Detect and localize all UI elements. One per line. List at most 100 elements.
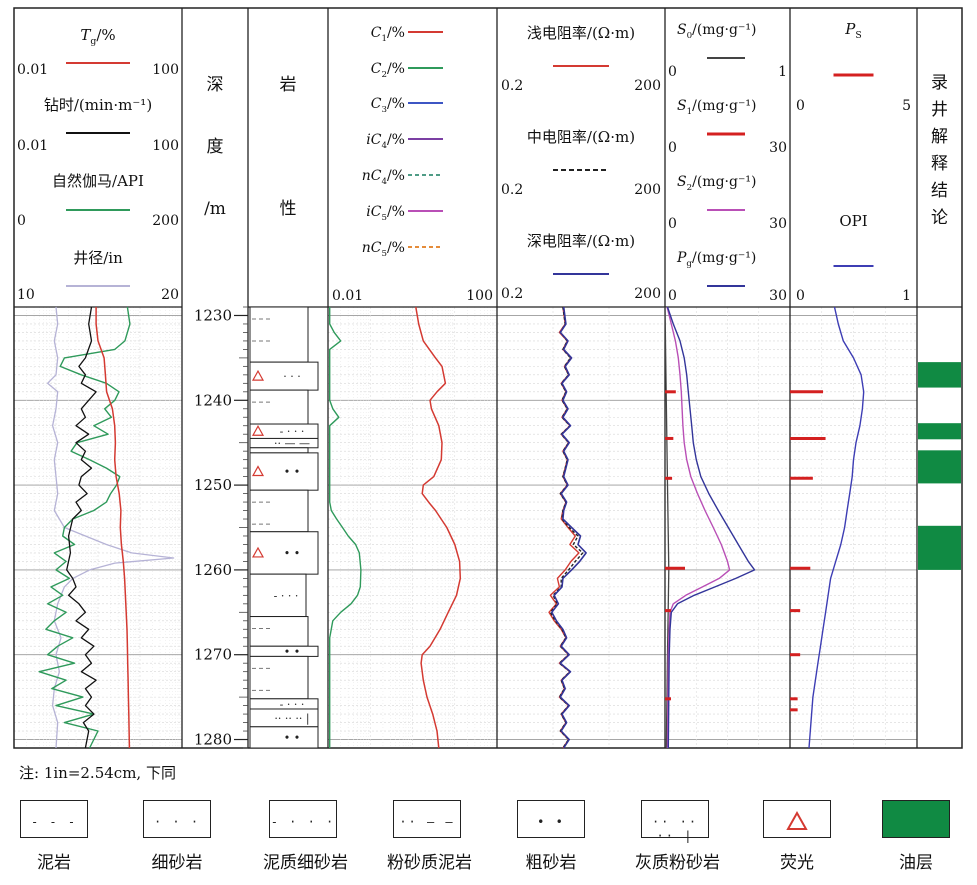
grid-res [497,306,665,749]
scale-max: 100 [152,62,179,78]
depth-tick-label: 1230 [194,306,232,324]
ps-label-main: P [844,20,856,38]
oil-layer-band [918,525,961,570]
pyro-label-2-rest: /(mg·g⁻¹) [692,174,756,190]
pyro-label-1: S1/(mg·g⁻¹) [677,98,756,117]
c2-curve [329,307,362,748]
gas-label-5-rest: /% [387,204,405,220]
conclusion-header-char: 录 [931,73,948,93]
gas-label-5-main: iC [366,204,381,220]
fluorescence-icon [251,425,265,436]
pyro-label-0: S0/(mg·g⁻¹) [677,22,756,41]
pyro-label-0-sub: 0 [687,31,693,41]
lithology-pattern: - · · · [280,425,305,438]
res-label-2: 深电阻率/(Ω·m) [527,232,635,250]
pyro-label-1-sub: 1 [687,107,693,117]
res-scale-max: 200 [634,182,661,198]
legend-pattern: · · · [153,815,201,829]
curve-label-1: 钻时/(min·m⁻¹) [44,96,152,114]
oil-layer-band [918,450,961,484]
legend-label: 泥岩 [37,853,71,873]
conclusion-header-char: 结 [931,181,948,201]
gas-label-2-main: C [371,96,382,112]
gas-label-3-sub: 4 [381,141,387,151]
scale-min: 0 [17,213,26,229]
legend-label: 油层 [899,853,933,873]
pyro-label-0-main: S [677,22,687,38]
lithology-legend: 注: 1in=2.54cm, 下同 - - -泥岩· · ·细砂岩- · · ·… [0,752,977,885]
lithology-column: · · ·- · · ··· — —• •• •- · · ·• •- · · … [249,306,319,749]
gas-label-1-rest: /% [387,61,405,77]
legend-pattern: • • [537,815,565,829]
pyro-scale-min: 0 [668,140,677,156]
legend-label: 粗砂岩 [525,853,577,873]
pyro-scale-min: 0 [668,288,677,304]
gas-label-3: iC4/% [366,132,405,151]
gas-label-4-sub: 4 [381,177,387,187]
outer-border [13,7,963,749]
gas-scale-max: 100 [466,288,493,304]
depth-header-char: 度 [207,137,224,157]
scale-min: 0.01 [17,138,48,154]
gas-label-4-main: nC [362,168,382,184]
conclusion-header-char: 解 [931,127,948,147]
depth-header-char: /m [204,199,226,219]
gas-label-0-sub: 1 [381,34,387,44]
gas-label-6-sub: 5 [381,249,387,259]
lithology-pattern: ·· ·· ·· | [274,712,309,726]
res-scale-min: 0.2 [501,286,523,302]
gamma-ray-curve [38,306,131,749]
gas-label-0-main: C [371,25,382,41]
pyro-scale-min: 0 [668,216,677,232]
conclusion-header-char: 论 [931,208,948,228]
fluorescence-icon [251,465,265,477]
depth-tick-label: 1260 [194,561,232,579]
medium-res-curve [549,306,584,749]
scale-max: 100 [152,138,179,154]
legend-swatch: - · · · [269,800,337,838]
pyro-label-3-main: P [676,250,687,266]
legend-item: ·· ·· ·· |灰质粉砂岩 [635,800,720,873]
legend-item: 油层 [876,800,956,873]
ps-scale-max: 5 [902,98,911,114]
pyro-label-3: Pg/(mg·g⁻¹) [676,250,756,269]
tg-label: Tg/% [80,26,115,47]
rop-curve [66,306,97,749]
legend-swatch: • • [517,800,585,838]
c1-curve [415,306,462,749]
opi-scale-max: 1 [902,288,911,304]
gas-label-3-main: iC [366,132,381,148]
lithology-pattern: - · · · [274,589,299,602]
lithology-bed [249,616,309,647]
tg-label-rest: /% [96,26,115,44]
fluorescence-icon [251,546,265,558]
conclusion-header-char: 释 [931,154,948,174]
lithology-bed [249,389,309,425]
gas-label-0: C1/% [371,25,405,44]
gas-label-2-sub: 3 [381,105,387,115]
legend-pattern: ·· — — [399,815,455,829]
gas-label-6-rest: /% [387,240,405,256]
legend-pattern: - · · · [270,815,336,829]
pyro-label-3-sub: g [686,259,692,269]
lithology-bed [249,726,319,749]
gas-label-2: C3/% [371,96,405,115]
pyro-label-0-rest: /(mg·g⁻¹) [692,22,756,38]
oil-layer-band [918,423,961,440]
depth-tick-label: 1270 [194,646,232,664]
lithology-pattern: • • [284,547,300,560]
ps-label-sub: S [855,30,861,41]
res-scale-min: 0.2 [501,78,523,94]
gas-label-1: C2/% [371,61,405,80]
s0-curve [664,306,670,749]
conclusion-header-char: 井 [931,100,948,120]
total-gas-curve [95,307,131,749]
curve-label-3: 井径/in [73,249,123,267]
lithology-bed [249,655,309,700]
scale-max: 20 [161,287,179,303]
res-scale-min: 0.2 [501,182,523,198]
chart-frame [13,7,963,749]
opi-scale-min: 0 [796,288,805,304]
